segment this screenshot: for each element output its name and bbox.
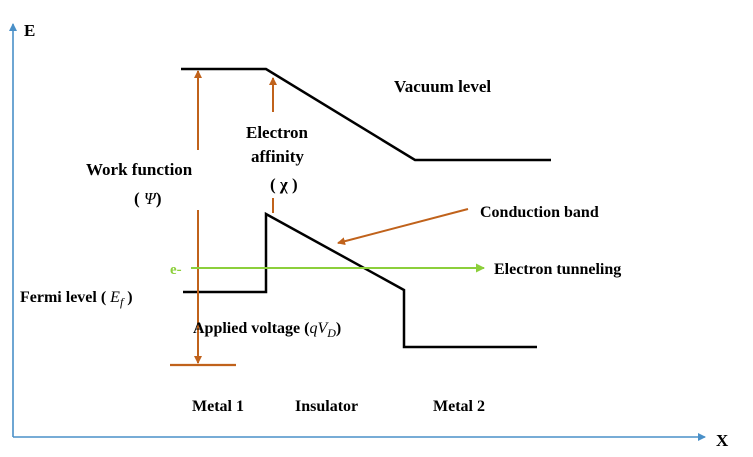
electron-affinity-label-line1: Electron (246, 123, 309, 142)
insulator-label: Insulator (295, 398, 358, 415)
metal-2-label: Metal 2 (433, 398, 485, 415)
conduction-band-label: Conduction band (480, 204, 599, 221)
work-function-label: Work function (86, 160, 193, 179)
work-function-symbol: ( Ψ) (134, 189, 162, 208)
metal-1-label: Metal 1 (192, 398, 244, 415)
electron-tunneling-label: Electron tunneling (494, 261, 621, 278)
vacuum-level-label: Vacuum level (394, 77, 491, 96)
applied-voltage-label: Applied voltage (qVD) (193, 320, 341, 340)
electron-affinity-symbol: ( χ ) (270, 175, 298, 194)
vacuum-level-line (181, 67, 551, 162)
electron-affinity-label-line2: affinity (251, 147, 304, 166)
conduction-band-pointer-arrow (337, 208, 469, 246)
fermi-level-label: Fermi level ( Ef ) (20, 289, 133, 309)
electron-label: e- (170, 262, 182, 278)
x-axis-label: X (716, 431, 729, 450)
y-axis-label: E (24, 21, 35, 40)
conduction-band-line (183, 211, 537, 349)
